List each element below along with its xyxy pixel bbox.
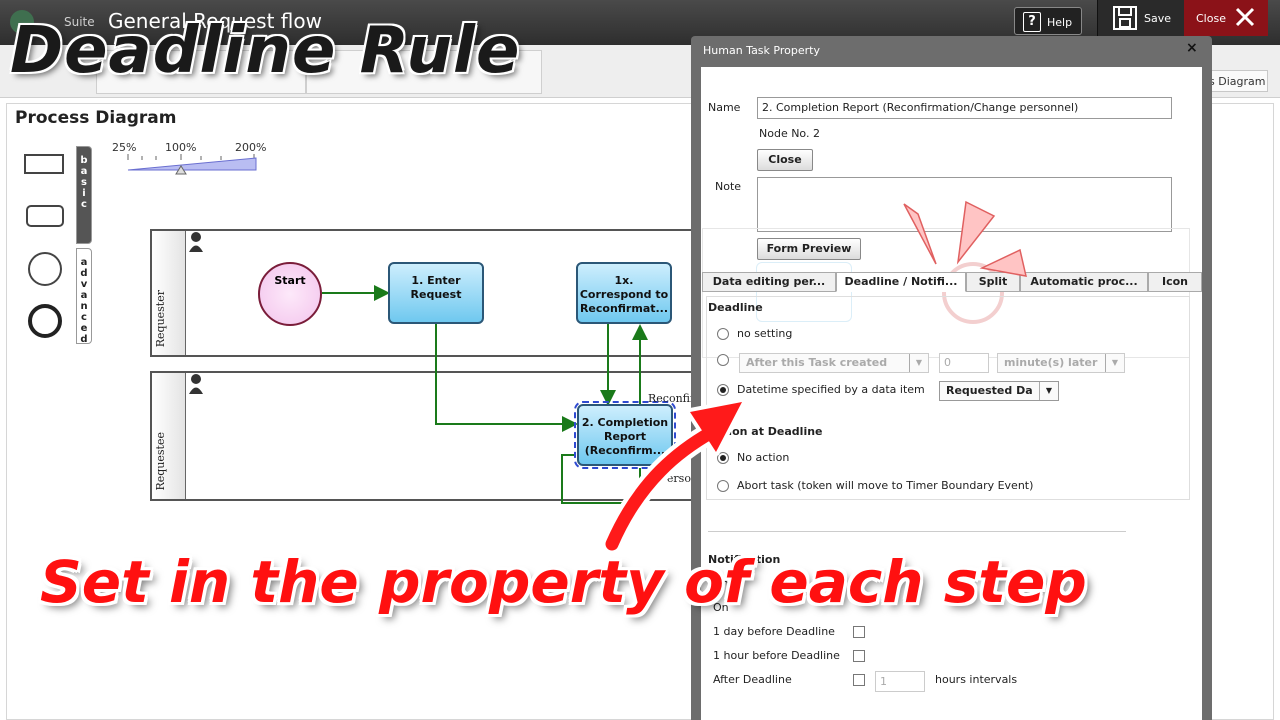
tab-automatic-processing[interactable]: Automatic proc... (1020, 272, 1148, 292)
hour-before-label: 1 hour before Deadline (713, 649, 840, 662)
chevron-down-icon: ▼ (909, 354, 928, 372)
interval-value: 1 (880, 675, 887, 688)
save-label: Save (1144, 12, 1172, 25)
close-icon (1235, 7, 1255, 27)
tool-panel-right[interactable] (306, 50, 542, 94)
deadline-unit-value: minute(s) later (1004, 356, 1098, 369)
chevron-down-icon: ▼ (1105, 354, 1124, 372)
datetime-option-label: Datetime specified by a data item (737, 383, 925, 396)
chevron-down-icon: ▼ (1039, 382, 1058, 400)
start-event-label: Start (274, 274, 306, 287)
interval-stepper[interactable]: 1 (875, 671, 925, 692)
task-completion-report[interactable]: 2. Completion Report (Reconfirm... (574, 401, 676, 469)
action-heading: Action at Deadline (708, 425, 823, 438)
day-before-checkbox[interactable] (853, 626, 865, 638)
palette-tab-basic-label: basic (80, 155, 88, 210)
save-button[interactable]: Save (1097, 0, 1184, 36)
deadline-heading: Deadline (708, 301, 763, 314)
task-correspond-reconfirmation[interactable]: 1x. Correspond to Reconfirmat... (576, 262, 672, 324)
palette-tab-advanced[interactable]: advanced (76, 248, 92, 345)
after-deadline-checkbox[interactable] (853, 674, 865, 686)
no-action-label: No action (737, 451, 790, 464)
task-label: 1. Enter Request (410, 274, 462, 301)
palette-subtask-shape[interactable] (26, 205, 64, 227)
notification-on-2: On (713, 601, 729, 614)
radio-datetime-data-item[interactable] (717, 384, 729, 396)
dialog-title: Human Task Property (703, 44, 820, 57)
suite-label: Suite (64, 15, 95, 29)
zoom-label-min: 25% (112, 141, 137, 154)
after-task-select-value: After this Task created (746, 356, 888, 369)
tool-panel-left[interactable] (96, 50, 306, 94)
close-editor-button[interactable]: Close (1184, 0, 1268, 36)
palette-tab-advanced-label: advanced (80, 257, 88, 345)
person-icon (189, 232, 203, 252)
data-item-select-value: Requested Da (946, 384, 1033, 397)
deadline-unit-select[interactable]: minute(s) later ▼ (997, 353, 1125, 373)
ghost-task-outline (756, 262, 852, 322)
data-item-select[interactable]: Requested Da ▼ (939, 381, 1059, 401)
ghost-end-event (942, 262, 1004, 324)
name-input[interactable]: 2. Completion Report (Reconfirmation/Cha… (757, 97, 1172, 119)
zoom-label-mid: 100% (165, 141, 197, 154)
radio-abort-task[interactable] (717, 480, 729, 492)
task-label: 1x. Correspond to Reconfirmat... (579, 274, 669, 315)
palette-tab-basic[interactable]: basic (76, 146, 92, 244)
help-label: Help (1047, 16, 1073, 29)
question-icon: ? (1023, 12, 1041, 32)
zoom-label-max: 200% (235, 141, 267, 154)
abort-task-label: Abort task (token will move to Timer Bou… (737, 479, 1034, 492)
lane-header: Requestee (152, 373, 186, 499)
note-label: Note (715, 180, 742, 193)
tab-deadline-notification[interactable]: Deadline / Notifi... (836, 272, 966, 292)
radio-after-task-created[interactable] (717, 354, 729, 366)
page-title: Process Diagram (15, 108, 177, 128)
tab-data-editing[interactable]: Data editing per... (702, 272, 836, 292)
lane-header: Requester (152, 231, 186, 355)
after-task-select[interactable]: After this Task created ▼ (739, 353, 929, 373)
notification-on-1: On (713, 577, 729, 590)
task-label: 2. Completion Report (Reconfirm... (581, 416, 669, 457)
node-number: Node No. 2 (759, 127, 820, 140)
palette-task-shape[interactable] (24, 154, 64, 174)
radio-no-action[interactable] (717, 452, 729, 464)
deadline-group (706, 296, 1190, 500)
person-icon (189, 374, 203, 394)
after-deadline-label: After Deadline (713, 673, 792, 686)
deadline-amount-value: 0 (944, 356, 951, 369)
deadline-amount-stepper[interactable]: 0 (939, 353, 989, 373)
name-value: 2. Completion Report (Reconfirmation/Cha… (762, 101, 1079, 114)
form-preview-button[interactable]: Form Preview (757, 238, 861, 260)
task-enter-request[interactable]: 1. Enter Request (388, 262, 484, 324)
palette-event-shape[interactable] (28, 252, 62, 286)
help-button[interactable]: ? Help (1014, 7, 1082, 35)
interval-unit-label: hours intervals (935, 673, 1018, 686)
close-button[interactable]: Close (757, 149, 813, 171)
tab-icon[interactable]: Icon (1148, 272, 1202, 292)
close-label: Close (1196, 12, 1226, 25)
headline-overlay: Deadline Rule (8, 13, 521, 90)
caption-overlay: Set in the property of each step (40, 548, 1087, 616)
start-event[interactable]: Start (258, 262, 322, 326)
name-label: Name (708, 101, 741, 114)
no-setting-label: no setting (737, 327, 793, 340)
zoom-slider[interactable] (126, 154, 258, 176)
dialog-close-icon[interactable]: × (1186, 40, 1198, 56)
palette-end-event-shape[interactable] (28, 304, 62, 338)
suite-logo-icon (10, 10, 34, 34)
notification-heading: Notification (708, 553, 781, 566)
day-before-label: 1 day before Deadline (713, 625, 835, 638)
save-icon (1113, 6, 1137, 30)
hour-before-checkbox[interactable] (853, 650, 865, 662)
app-title: General Request flow (108, 9, 322, 33)
tab-split[interactable]: Split (966, 272, 1020, 292)
radio-no-setting[interactable] (717, 328, 729, 340)
divider (708, 531, 1126, 532)
